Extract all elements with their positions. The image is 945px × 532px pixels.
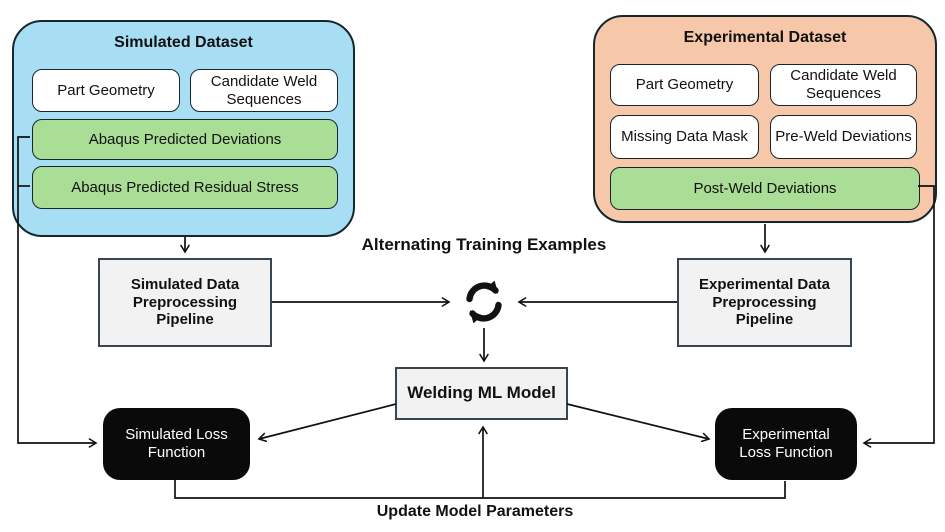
experimental-dataset-panel: Experimental Dataset Part Geometry Candi… [593, 15, 937, 223]
exp-candidate-weld-sequences-box: Candidate Weld Sequences [770, 64, 917, 106]
experimental-loss-function-box: Experimental Loss Function [715, 408, 857, 480]
abaqus-predicted-residual-stress-box: Abaqus Predicted Residual Stress [32, 166, 338, 209]
abaqus-predicted-deviations-box: Abaqus Predicted Deviations [32, 119, 338, 160]
simulated-preprocessing-pipeline-box: Simulated Data Preprocessing Pipeline [98, 258, 272, 347]
pre-weld-deviations-box: Pre-Weld Deviations [770, 115, 917, 159]
exp-part-geometry-box: Part Geometry [610, 64, 759, 106]
experimental-preprocessing-pipeline-box: Experimental Data Preprocessing Pipeline [677, 258, 852, 347]
experimental-dataset-title: Experimental Dataset [683, 29, 847, 46]
welding-ml-model-box: Welding ML Model [395, 367, 568, 420]
sim-candidate-weld-sequences-box: Candidate Weld Sequences [190, 69, 338, 112]
simulated-dataset-title: Simulated Dataset [114, 34, 253, 51]
missing-data-mask-box: Missing Data Mask [610, 115, 759, 159]
update-model-parameters-label: Update Model Parameters [376, 503, 574, 520]
sync-cycle-icon [460, 277, 508, 330]
simulated-dataset-panel: Simulated Dataset Part Geometry Candidat… [12, 20, 355, 237]
alternating-training-examples-label: Alternating Training Examples [361, 235, 607, 254]
post-weld-deviations-box: Post-Weld Deviations [610, 167, 920, 210]
sim-part-geometry-box: Part Geometry [32, 69, 180, 112]
simulated-loss-function-box: Simulated Loss Function [103, 408, 250, 480]
